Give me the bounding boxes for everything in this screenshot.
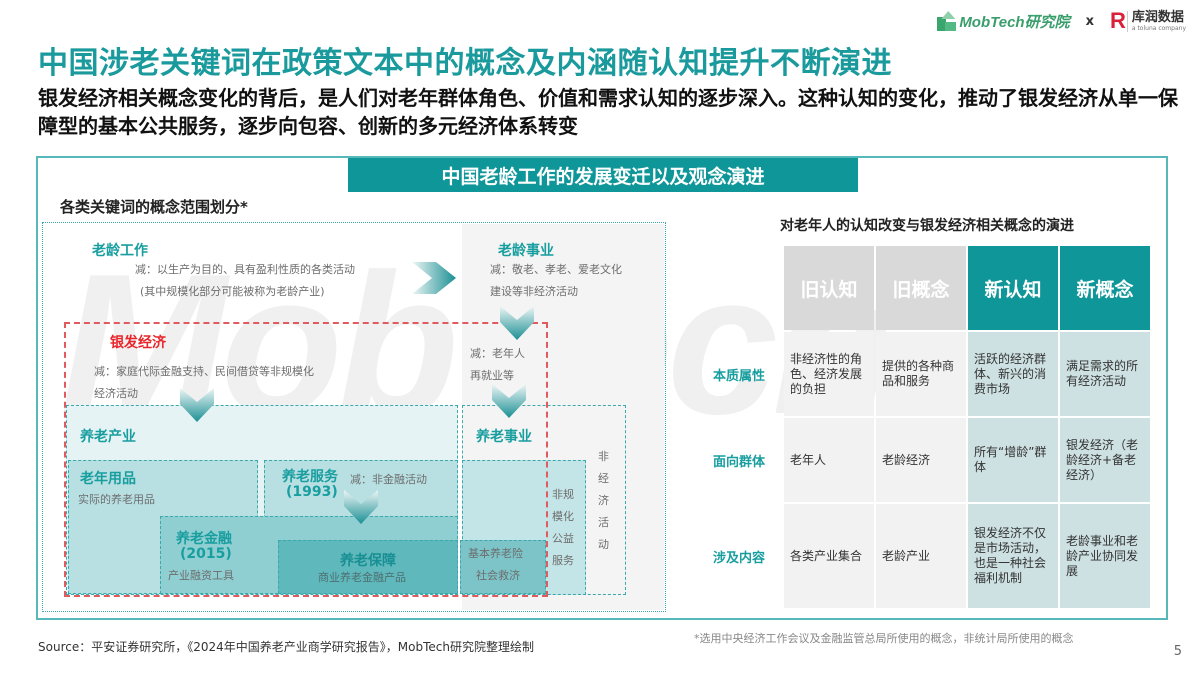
- kr-logo-cn: 库润数据: [1131, 9, 1184, 25]
- table-title: 对老年人的认知改变与银发经济相关概念的演进: [780, 218, 1074, 234]
- footnote: *选用中央经济工作会议及金融监管总局所使用的概念，非统计局所使用的概念: [694, 632, 1074, 645]
- silver-economy-label: 银发经济: [110, 335, 166, 351]
- kr-logo-en: a toluna company: [1131, 24, 1186, 32]
- basic-pension-line1: 基本养老险: [468, 547, 523, 560]
- comparison-table: 旧认知 旧概念 新认知 新概念 本质属性 非经济性的角色、经济发展的负担 提供的…: [700, 244, 1152, 610]
- collab-x: x: [1085, 13, 1094, 29]
- elderly-security-desc: 商业养老金融产品: [318, 571, 406, 584]
- diagram-heading: 各类关键词的概念范围划分*: [60, 198, 248, 216]
- elderly-finance-label: 养老金融: [176, 531, 232, 547]
- chevron-down-icon: [344, 490, 378, 524]
- silver-economy-desc-2: 经济活动: [94, 387, 138, 400]
- header-new-concept: 新概念: [1060, 246, 1150, 330]
- elderly-goods-desc: 实际的养老用品: [78, 493, 155, 506]
- mobtech-logo-text: MobTech研究院: [959, 13, 1070, 31]
- silver-economy-desc: 减：家庭代际金融支持、民间借贷等非规模化: [94, 365, 314, 378]
- aging-affairs-label: 老龄事业: [498, 243, 554, 259]
- chevron-down-icon: [492, 384, 526, 418]
- row-label: 面向群体: [712, 454, 765, 470]
- header-old-cognition: 旧认知: [784, 246, 874, 330]
- aging-work-desc-2: (其中规模化部分可能被称为老龄产业): [140, 285, 325, 298]
- elderly-service-year: (1993): [286, 484, 338, 500]
- table-cell: 银发经济不仅是市场活动，也是一种社会福利机制: [968, 504, 1058, 608]
- table-cell: 所有“增龄”群体: [968, 418, 1058, 502]
- page-number: 5: [1173, 644, 1182, 659]
- building-icon: [937, 11, 957, 31]
- table-cell: 非经济性的角色、经济发展的负担: [784, 332, 874, 416]
- table-cell: 银发经济（老龄经济+备老经济）: [1060, 418, 1150, 502]
- table-cell: 提供的各种商品和服务: [876, 332, 966, 416]
- mobtech-logo: MobTech研究院: [937, 11, 1070, 32]
- chevron-right-icon: [412, 262, 456, 294]
- table-row: 涉及内容 各类产业集合 老龄产业 银发经济不仅是市场活动，也是一种社会福利机制 …: [702, 504, 1150, 608]
- chevron-down-icon: [180, 388, 214, 422]
- table-cell: 各类产业集合: [784, 504, 874, 608]
- basic-pension-line2: 社会救济: [476, 569, 520, 582]
- header-old-concept: 旧概念: [876, 246, 966, 330]
- header-new-cognition: 新认知: [968, 246, 1058, 330]
- elderly-security-label: 养老保障: [340, 553, 396, 569]
- row-label: 本质属性: [712, 368, 765, 384]
- row-label: 涉及内容: [712, 550, 765, 566]
- elderly-finance-year: (2015): [180, 546, 232, 562]
- content-frame: [36, 156, 1168, 620]
- kr-logo: R 库润数据 a toluna company: [1110, 10, 1186, 32]
- elderly-industry-label: 养老产业: [80, 429, 136, 445]
- table-cell: 满足需求的所有经济活动: [1060, 332, 1150, 416]
- table-cell: 老龄产业: [876, 504, 966, 608]
- aging-affairs-desc: 减：敬老、孝老、爱老文化: [490, 263, 622, 276]
- elderly-service-label: 养老服务: [282, 469, 338, 485]
- elderly-security-region: [278, 540, 458, 594]
- aging-work-label: 老龄工作: [92, 243, 148, 259]
- table-cell: 活跃的经济群体、新兴的消费市场: [968, 332, 1058, 416]
- elderly-goods-label: 老年用品: [80, 471, 136, 487]
- elderly-affairs-label: 养老事业: [476, 429, 532, 445]
- page-subtitle: 银发经济相关概念变化的背后，是人们对老年群体角色、价值和需求认知的逐步深入。这种…: [38, 86, 1178, 138]
- elderly-service-desc: 减：非金融活动: [350, 473, 427, 486]
- basic-pension-region: [460, 540, 546, 594]
- aging-affairs-desc-2: 建设等非经济活动: [490, 285, 578, 298]
- reemployment-desc: 减：老年人: [470, 347, 525, 360]
- page-title: 中国涉老关键词在政策文本中的概念及内涵随认知提升不断演进: [38, 46, 892, 81]
- table-header-row: 旧认知 旧概念 新认知 新概念: [702, 246, 1150, 330]
- aging-work-desc: 减：以生产为目的、具有盈利性质的各类活动: [135, 263, 355, 276]
- kr-logo-icon: R: [1109, 8, 1126, 33]
- elderly-finance-desc: 产业融资工具: [168, 569, 234, 582]
- table-cell: 老龄事业和老龄产业协同发展: [1060, 504, 1150, 608]
- aging-work-region: [42, 222, 666, 612]
- table-cell: 老龄经济: [876, 418, 966, 502]
- reemployment-desc-2: 再就业等: [470, 369, 514, 382]
- source-citation: Source：平安证券研究所，《2024年中国养老产业商学研究报告》，MobTe…: [38, 640, 534, 654]
- non-scale-welfare-label: 非规模化公益服务: [552, 488, 574, 567]
- table-row: 面向群体 老年人 老龄经济 所有“增龄”群体 银发经济（老龄经济+备老经济）: [702, 418, 1150, 502]
- section-banner: 中国老龄工作的发展变迁以及观念演进: [348, 158, 858, 192]
- table-cell: 老年人: [784, 418, 874, 502]
- chevron-down-icon: [500, 306, 534, 340]
- non-economic-label: 非经济活动: [598, 450, 609, 551]
- table-row: 本质属性 非经济性的角色、经济发展的负担 提供的各种商品和服务 活跃的经济群体、…: [702, 332, 1150, 416]
- header-logos: MobTech研究院 x R 库润数据 a toluna company: [937, 6, 1186, 36]
